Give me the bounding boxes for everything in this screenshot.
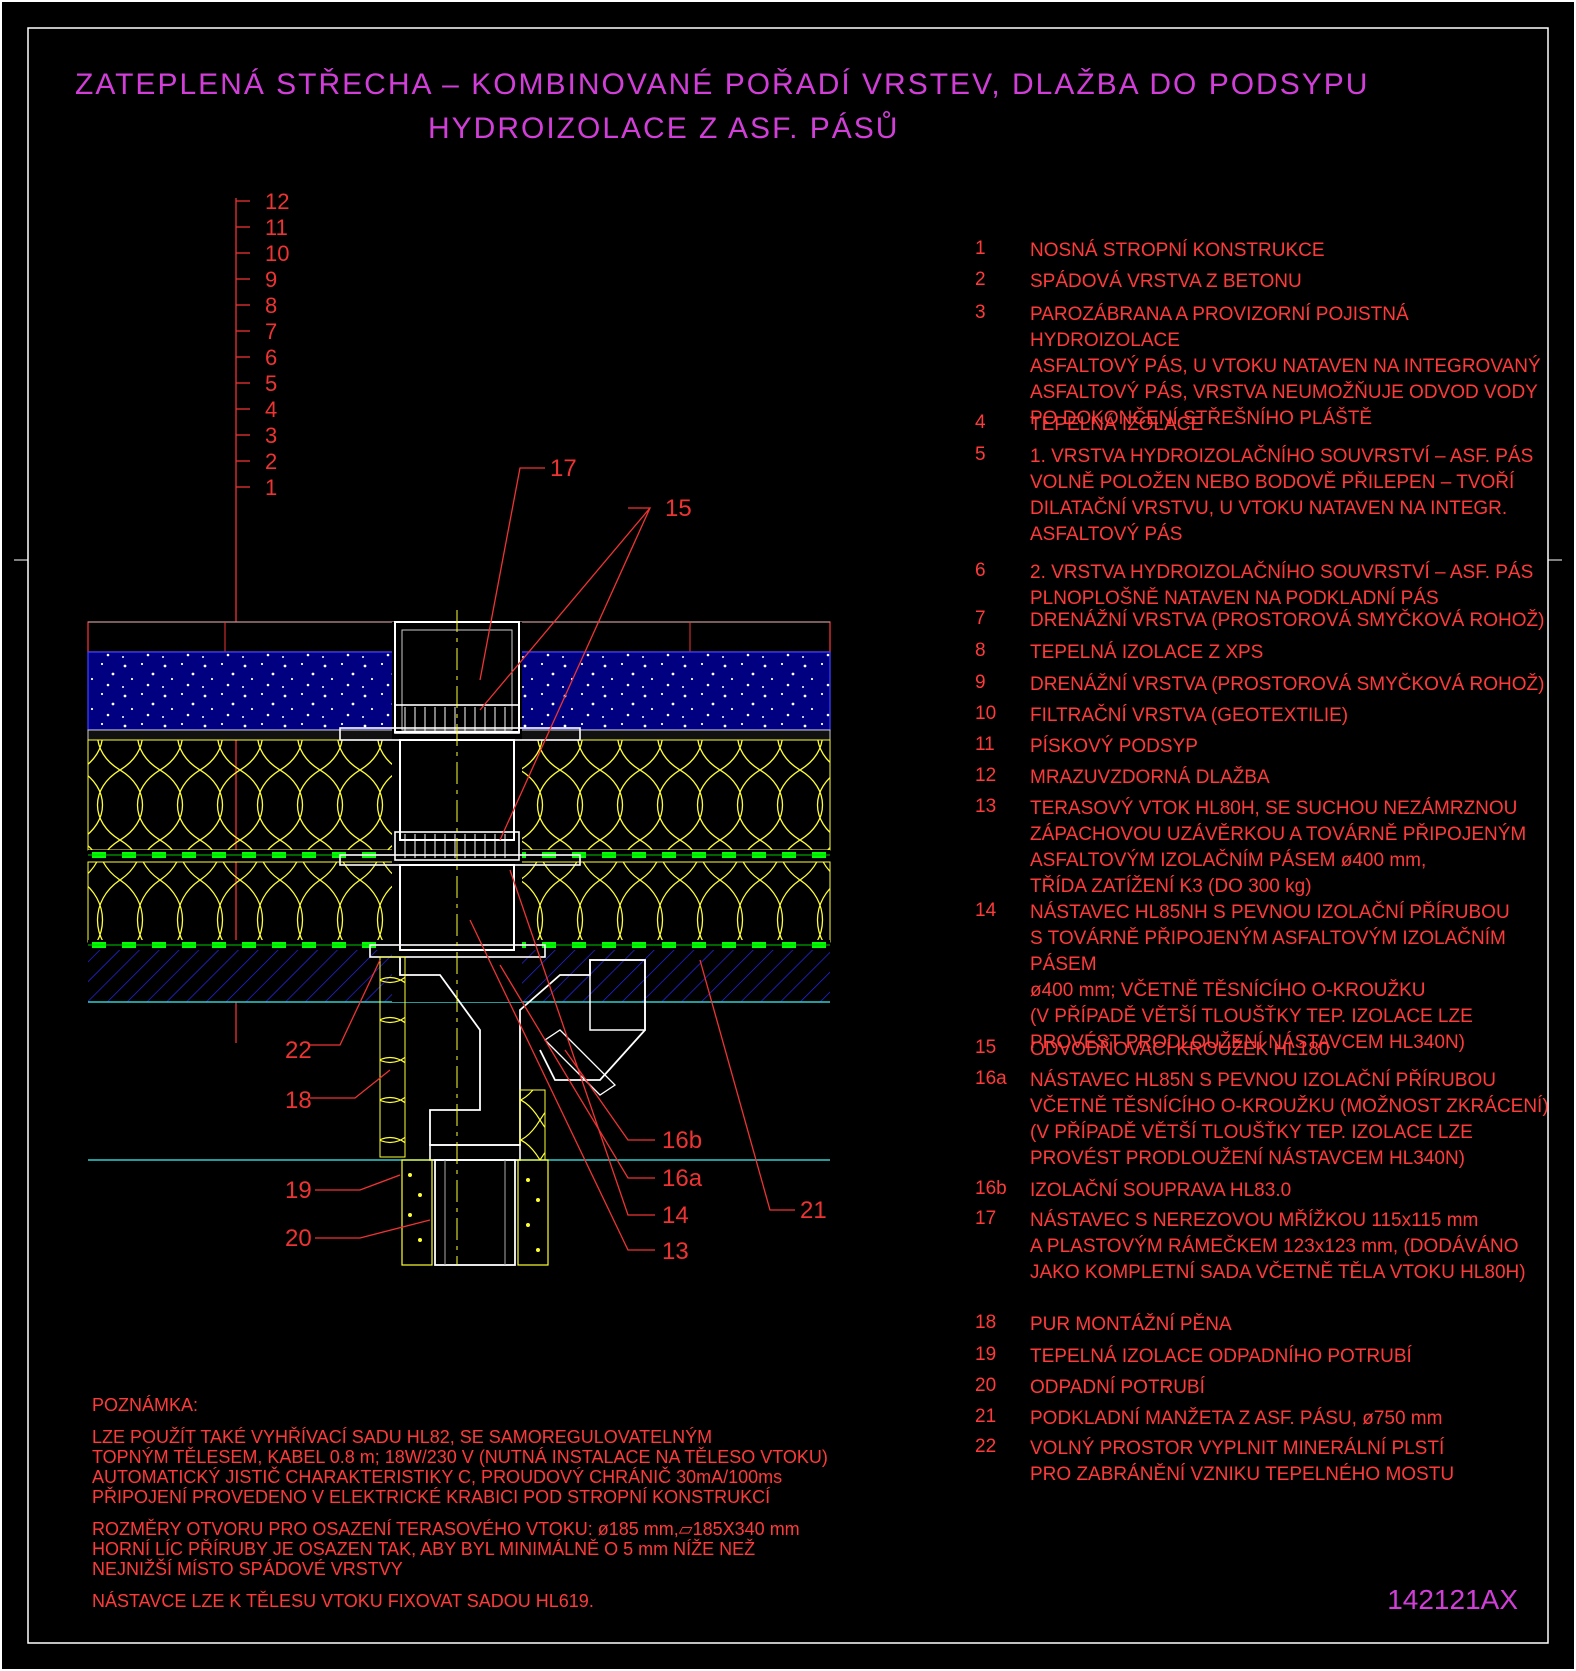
legend-number: 15 bbox=[975, 1037, 997, 1058]
note-para-1: LZE POUŽÍT TAKÉ VYHŘÍVACÍ SADU HL82, SE … bbox=[92, 1427, 828, 1507]
callout-16a: 16a bbox=[662, 1165, 703, 1192]
legend-number: 11 bbox=[975, 734, 995, 755]
scale-label: 7 bbox=[265, 319, 277, 344]
legend-text: VOLNÝ PROSTOR VYPLNIT MINERÁLNÍ PLSTÍ PR… bbox=[1030, 1438, 1455, 1485]
legend-number: 16b bbox=[975, 1178, 1007, 1199]
drawing-title-line2: HYDROIZOLACE Z ASF. PÁSŮ bbox=[428, 112, 900, 145]
legend-number: 9 bbox=[975, 672, 986, 693]
legend-text: NÁSTAVEC HL85N S PEVNOU IZOLAČNÍ PŘÍRUBO… bbox=[1030, 1070, 1549, 1169]
note-heading: POZNÁMKA: bbox=[92, 1395, 199, 1415]
inner-frame bbox=[27, 27, 1549, 1644]
legend-text: SPÁDOVÁ VRSTVA Z BETONU bbox=[1030, 271, 1302, 292]
legend-text: NÁSTAVEC S NEREZOVOU MŘÍŽKOU 115x115 mm … bbox=[1030, 1210, 1526, 1283]
legend-text: NOSNÁ STROPNÍ KONSTRUKCE bbox=[1030, 240, 1325, 261]
callout-labels: 17 15 22 18 19 20 16b 16a 14 13 21 bbox=[285, 455, 827, 1265]
scale-label: 5 bbox=[265, 371, 277, 396]
scale-label: 9 bbox=[265, 267, 277, 292]
legend-number: 1 bbox=[975, 238, 986, 259]
legend-number: 18 bbox=[975, 1312, 997, 1333]
legend-text: FILTRAČNÍ VRSTVA (GEOTEXTILIE) bbox=[1030, 705, 1349, 726]
legend-text: 2. VRSTVA HYDROIZOLAČNÍHO SOUVRSTVÍ – AS… bbox=[1030, 562, 1534, 609]
callout-22: 22 bbox=[285, 1037, 312, 1064]
scale-label: 11 bbox=[265, 215, 288, 240]
legend-text: PUR MONTÁŽNÍ PĚNA bbox=[1030, 1314, 1232, 1335]
callout-19: 19 bbox=[285, 1177, 312, 1204]
legend-text: PÍSKOVÝ PODSYP bbox=[1030, 736, 1198, 757]
callout-18: 18 bbox=[285, 1087, 312, 1114]
legend-text: DRENÁŽNÍ VRSTVA (PROSTOROVÁ SMYČKOVÁ ROH… bbox=[1030, 674, 1545, 695]
legend-number: 4 bbox=[975, 412, 986, 433]
drawing-title-line1: ZATEPLENÁ STŘECHA – KOMBINOVANÉ POŘADÍ V… bbox=[75, 68, 1370, 101]
callout-15: 15 bbox=[665, 495, 692, 522]
legend-text: TEPELNÁ IZOLACE ODPADNÍHO POTRUBÍ bbox=[1030, 1346, 1412, 1367]
legend-number: 12 bbox=[975, 765, 997, 786]
callout-20: 20 bbox=[285, 1225, 312, 1252]
legend-number: 8 bbox=[975, 640, 986, 661]
legend-number: 10 bbox=[975, 703, 997, 724]
legend-number: 2 bbox=[975, 269, 986, 290]
legend-text: PODKLADNÍ MANŽETA Z ASF. PÁSU, ø750 mm bbox=[1030, 1408, 1443, 1429]
scale-label: 1 bbox=[265, 475, 277, 500]
legend-text: DRENÁŽNÍ VRSTVA (PROSTOROVÁ SMYČKOVÁ ROH… bbox=[1030, 610, 1545, 631]
legend-number: 3 bbox=[975, 302, 986, 323]
callout-14: 14 bbox=[662, 1202, 689, 1229]
scale-label: 8 bbox=[265, 293, 277, 318]
callout-leaders bbox=[310, 467, 795, 1251]
legend-text: ODVODŇOVACÍ KROUŽEK HL180 bbox=[1030, 1039, 1330, 1060]
callout-17: 17 bbox=[550, 455, 577, 482]
legend-text: TEPELNÁ IZOLACE bbox=[1030, 414, 1204, 435]
drawing-code: 142121AX bbox=[1387, 1584, 1518, 1615]
legend-text: MRAZUVZDORNÁ DLAŽBA bbox=[1030, 767, 1270, 788]
legend-text: IZOLAČNÍ SOUPRAVA HL83.0 bbox=[1030, 1180, 1292, 1201]
note-para-2: ROZMĚRY OTVORU PRO OSAZENÍ TERASOVÉHO VT… bbox=[92, 1519, 800, 1579]
legend-number: 14 bbox=[975, 900, 997, 921]
legend-number: 17 bbox=[975, 1208, 997, 1229]
legend-number: 22 bbox=[975, 1436, 997, 1457]
legend-number: 6 bbox=[975, 560, 986, 581]
legend-number: 19 bbox=[975, 1344, 997, 1365]
callout-21: 21 bbox=[800, 1197, 827, 1224]
legend-text: TEPELNÁ IZOLACE Z XPS bbox=[1030, 642, 1264, 663]
callout-16b: 16b bbox=[662, 1127, 702, 1154]
scale-label: 12 bbox=[265, 189, 289, 214]
scale-label: 6 bbox=[265, 345, 277, 370]
scale-label: 4 bbox=[265, 397, 277, 422]
legend-number: 7 bbox=[975, 608, 986, 629]
legend-number: 16a bbox=[975, 1068, 1007, 1089]
legend-number: 21 bbox=[975, 1406, 997, 1427]
legend-text: 1. VRSTVA HYDROIZOLAČNÍHO SOUVRSTVÍ – AS… bbox=[1030, 446, 1534, 545]
legend-number: 20 bbox=[975, 1375, 997, 1396]
note-para-3: NÁSTAVCE LZE K TĚLESU VTOKU FIXOVAT SADO… bbox=[92, 1591, 594, 1611]
legend-text: PAROZÁBRANA A PROVIZORNÍ POJISTNÁ HYDROI… bbox=[1030, 304, 1541, 429]
legend-number: 5 bbox=[975, 444, 986, 465]
scale-label: 3 bbox=[265, 423, 277, 448]
note-block: POZNÁMKA: LZE POUŽÍT TAKÉ VYHŘÍVACÍ SADU… bbox=[92, 1395, 922, 1623]
scale-label: 10 bbox=[265, 241, 289, 266]
legend-text: TERASOVÝ VTOK HL80H, SE SUCHOU NEZÁMRZNO… bbox=[1030, 798, 1527, 897]
scale-label: 2 bbox=[265, 449, 277, 474]
legend-text: NÁSTAVEC HL85NH S PEVNOU IZOLAČNÍ PŘÍRUB… bbox=[1030, 902, 1510, 1053]
callout-13: 13 bbox=[662, 1238, 689, 1265]
legend-text: ODPADNÍ POTRUBÍ bbox=[1030, 1377, 1205, 1398]
legend-number: 13 bbox=[975, 796, 997, 817]
